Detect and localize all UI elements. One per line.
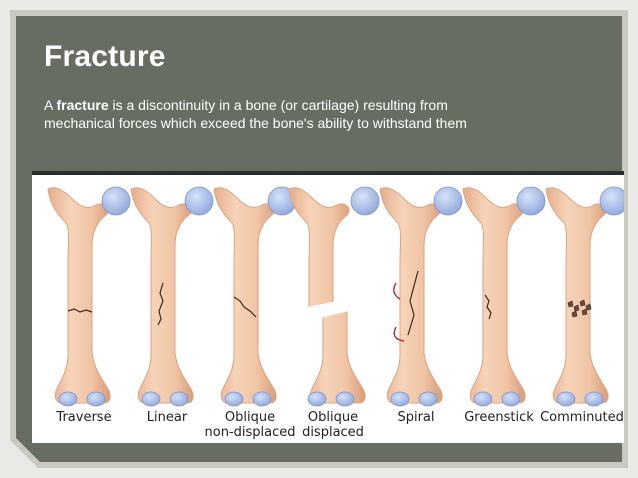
condyle-icon	[86, 391, 106, 407]
bone-1	[47, 186, 131, 407]
spiral-arrow-icon	[393, 326, 405, 342]
condyle-icon	[556, 391, 576, 407]
figure-top-bar	[32, 171, 624, 175]
greenstick-crack-icon	[484, 294, 492, 320]
definition-text: A fracture is a discontinuity in a bone …	[44, 96, 514, 132]
bone-label-line1: Greenstick	[464, 410, 534, 425]
femoral-head-icon	[184, 186, 214, 216]
oblique-crack-icon	[233, 296, 257, 318]
condyle-icon	[584, 391, 604, 407]
bone-5	[379, 186, 463, 407]
bone-3	[213, 186, 297, 407]
condyle-icon	[141, 391, 161, 407]
definition-prefix: A	[44, 97, 57, 113]
bone-6	[462, 186, 546, 407]
femoral-head-icon	[599, 186, 624, 216]
bone-shaft	[47, 187, 111, 404]
bone-shaft	[130, 187, 194, 404]
condyle-icon	[58, 391, 78, 407]
bone-4	[288, 186, 380, 407]
femoral-head-icon	[516, 186, 546, 216]
bone-shaft	[462, 187, 526, 404]
femoral-head-icon	[350, 186, 380, 216]
bone-2	[130, 186, 214, 407]
condyle-icon	[501, 391, 521, 407]
comminuted-fragments-icon	[567, 299, 592, 318]
condyle-icon	[335, 391, 355, 407]
condyle-icon	[307, 391, 327, 407]
spiral-twist-icon	[407, 270, 419, 336]
femoral-head-icon	[101, 186, 131, 216]
bone-label-line2: displaced	[302, 425, 364, 440]
bone-label-line1: Oblique	[308, 410, 358, 425]
bone-label-line1: Comminuted	[540, 410, 624, 425]
bone-lower-fragment	[302, 301, 366, 404]
bone-shaft	[213, 187, 277, 404]
condyle-icon	[224, 391, 244, 407]
spiral-arrow-icon	[393, 282, 401, 300]
definition-bold-term: fracture	[56, 97, 109, 113]
bone-upper-fragment	[288, 187, 352, 313]
transverse-crack-icon	[67, 308, 93, 313]
condyle-icon	[169, 391, 189, 407]
condyle-icon	[390, 391, 410, 407]
femoral-head-icon	[433, 186, 463, 216]
condyle-icon	[473, 391, 493, 407]
linear-crack-icon	[157, 282, 164, 326]
bone-label-line2: non-displaced	[205, 425, 296, 440]
bone-7	[545, 186, 624, 407]
bone-label-line1: Oblique	[225, 410, 275, 425]
bone-label-line1: Spiral	[397, 410, 434, 425]
bone-label-line1: Traverse	[55, 410, 111, 425]
bone-shaft	[545, 187, 609, 404]
condyle-icon	[252, 391, 272, 407]
bone-label-line1: Linear	[147, 410, 188, 425]
condyle-icon	[418, 391, 438, 407]
slide-title: Fracture	[44, 40, 166, 73]
definition-rest: is a discontinuity in a bone (or cartila…	[44, 97, 467, 131]
